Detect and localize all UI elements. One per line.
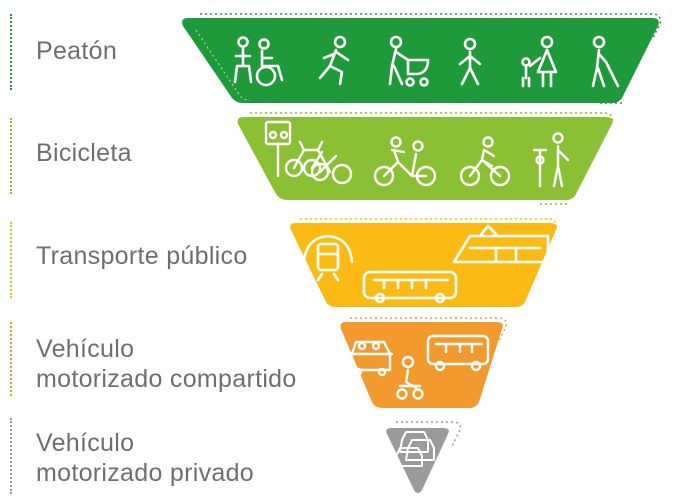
tier-rule: [10, 14, 12, 90]
light-rail-tram-icon: [452, 224, 550, 264]
tier-rule: [10, 322, 12, 396]
tier-rule: [10, 222, 12, 298]
tier-rule: [10, 418, 12, 494]
parked-bicycles-icon: [284, 140, 353, 185]
tier-band-vehiculo-privado: [386, 421, 462, 493]
shared-car-icon: [348, 340, 394, 377]
tier-band-vehiculo-compartido: [340, 317, 508, 408]
bus-icon: [362, 270, 458, 304]
blind-person-cane-icon: [591, 35, 620, 88]
tier-label-vehiculo-compartido: Vehículo motorizado compartido: [36, 335, 297, 393]
bike-parking-sign-icon: [264, 120, 292, 178]
tier-rule: [10, 118, 12, 194]
tier-band-transporte-publico: [290, 218, 558, 307]
walking-person-icon: [458, 37, 482, 86]
tier-label-transporte-publico: Transporte público: [36, 242, 248, 270]
metro-train-icon: [302, 234, 354, 282]
parent-stroller-icon: [388, 35, 430, 87]
private-cars-icon: [393, 431, 435, 467]
tier-label-peaton: Peatón: [36, 37, 118, 65]
pedestrian-wheelchair-icon: [233, 36, 284, 87]
tier-band-bicicleta: [237, 112, 614, 205]
parent-child-icon: [521, 35, 558, 88]
tandem-cyclists-icon: [373, 136, 437, 187]
person-walking-bicycle-icon: [532, 132, 570, 188]
tier-band-peaton: [182, 13, 662, 104]
running-person-icon: [318, 35, 350, 86]
cyclist-icon: [459, 136, 511, 187]
tier-label-bicicleta: Bicicleta: [36, 139, 132, 167]
tier-label-vehiculo-privado: Vehículo motorizado privado: [36, 429, 255, 487]
motorcycle-rider-icon: [396, 355, 424, 400]
shared-van-icon: [426, 334, 490, 372]
